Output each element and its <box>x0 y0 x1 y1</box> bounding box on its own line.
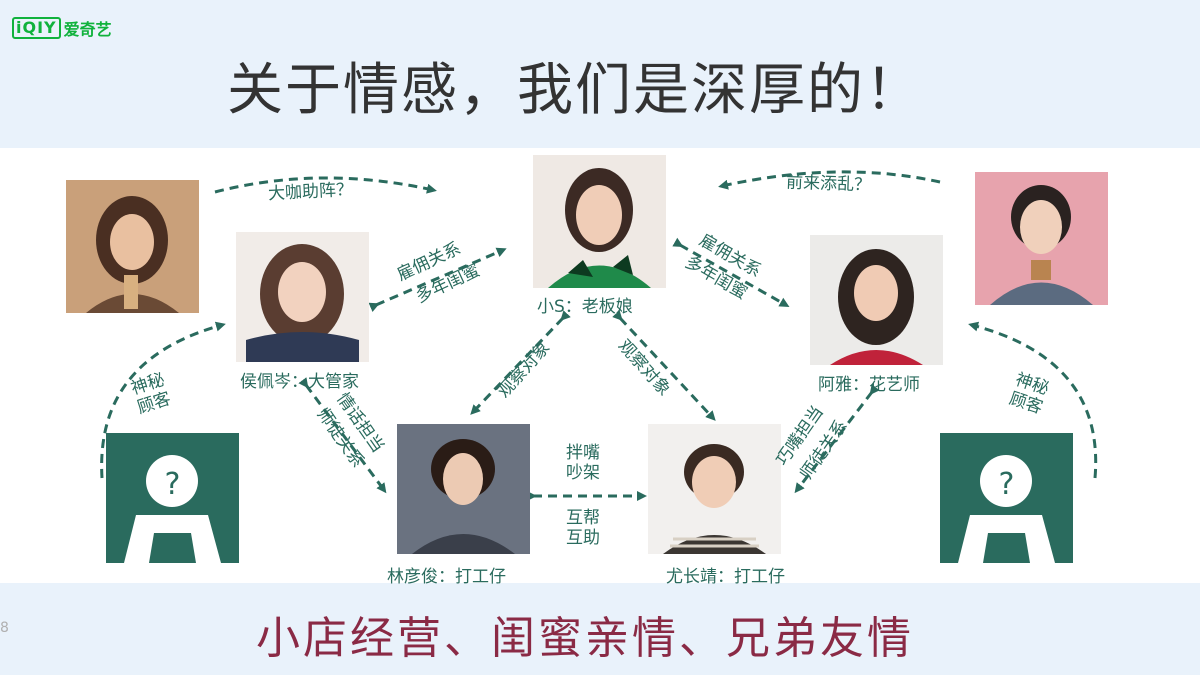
header-band <box>0 0 1200 148</box>
arrow-hou-xiao-s <box>368 247 507 312</box>
rel-bros-bottom-2: 互助 <box>566 528 600 548</box>
photo-hou <box>236 232 369 362</box>
arrow-xiao-s-you <box>612 310 716 421</box>
photo-guest-trouble <box>975 172 1108 305</box>
arrow-cameo-to-xiao-s <box>214 176 437 194</box>
photo-xiao-s <box>533 155 666 288</box>
photo-guest-cameo <box>66 180 199 313</box>
slide-title: 关于情感，我们是深厚的！ <box>227 58 923 123</box>
logo-box: iQIY <box>12 17 61 39</box>
label-you: 尤长靖：打工仔 <box>666 567 785 587</box>
logo-text: 爱奇艺 <box>63 20 112 39</box>
mystery-customer-right: ? <box>940 433 1073 563</box>
arrow-xiao-s-lin <box>470 310 571 415</box>
rel-bros-top-1: 拌嘴 <box>566 443 600 463</box>
arrow-trouble-to-xiao-s <box>718 170 941 190</box>
rel-trouble: 前来添乱？ <box>785 172 872 196</box>
rel-bros-bottom-1: 互帮 <box>566 508 600 528</box>
rel-bros-bottom: 互帮 互助 <box>566 508 600 548</box>
rel-bros-top-2: 吵架 <box>566 463 600 483</box>
arrow-aya-you <box>794 384 880 494</box>
footer-band <box>0 583 1200 675</box>
photo-you <box>648 424 781 554</box>
label-a-ya: 阿雅：花艺师 <box>818 375 920 395</box>
label-xiao-s: 小S：老板娘 <box>537 297 633 317</box>
photo-a-ya <box>810 235 943 365</box>
edge-mark: 8 <box>0 620 9 636</box>
photo-lin <box>397 424 530 554</box>
arrow-aya-xiao-s <box>672 237 790 307</box>
arrow-mystery-left <box>100 321 226 479</box>
label-hou: 侯佩岑：大管家 <box>240 372 359 392</box>
question-mark-icon: ? <box>998 467 1015 502</box>
slide-footer: 小店经营、闺蜜亲情、兄弟友情 <box>256 613 914 664</box>
label-lin: 林彦俊：打工仔 <box>387 567 506 587</box>
arrow-hou-lin <box>298 377 387 494</box>
rel-bros-top: 拌嘴 吵架 <box>566 443 600 483</box>
question-mark-icon: ? <box>164 467 181 502</box>
iqiyi-logo: iQIY 爱奇艺 <box>12 16 112 40</box>
mystery-customer-left: ? <box>106 433 239 563</box>
arrow-mystery-right <box>968 321 1098 479</box>
